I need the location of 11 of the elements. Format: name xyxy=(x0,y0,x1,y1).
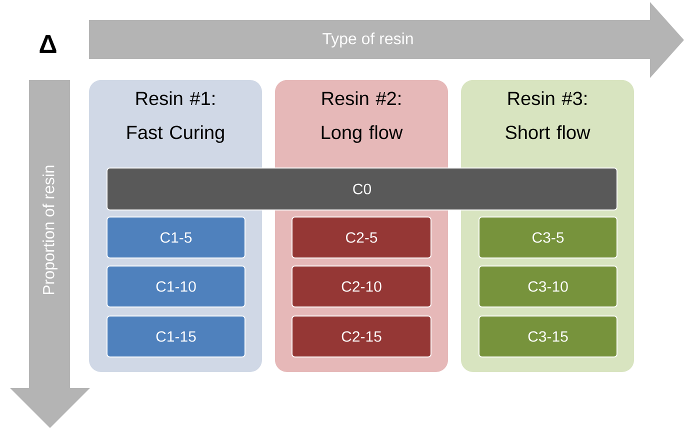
sample-box: C2-15 xyxy=(292,316,432,358)
sample-box: C1-15 xyxy=(106,316,246,358)
delta-symbol: Δ xyxy=(40,35,56,53)
sample-box: C3-15 xyxy=(478,316,618,358)
sample-box: C3-5 xyxy=(478,216,618,258)
sample-box: C3-10 xyxy=(478,266,618,308)
sample-box: C1-10 xyxy=(106,266,246,308)
control-bar: C0 xyxy=(106,168,618,210)
sample-box: C1-5 xyxy=(106,216,246,258)
sample-box: C2-10 xyxy=(292,266,432,308)
sample-box: C2-5 xyxy=(292,216,432,258)
